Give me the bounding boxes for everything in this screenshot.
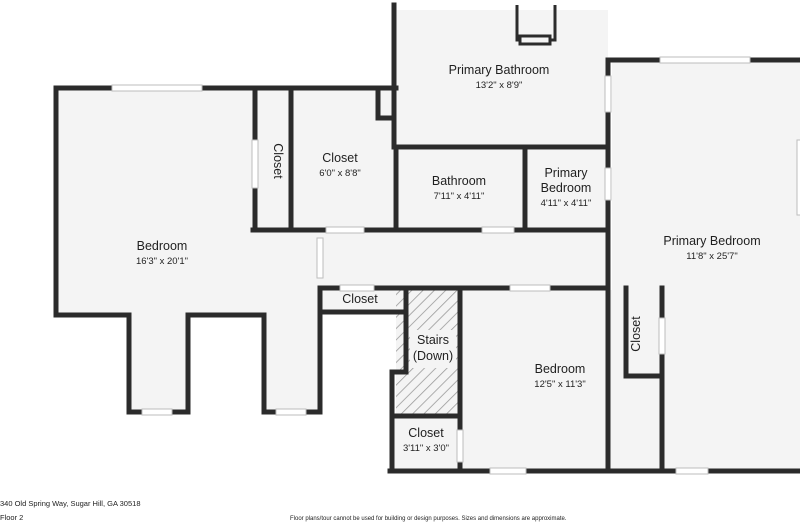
door-closet-small [456, 429, 464, 463]
disclaimer-text: Floor plans/tour cannot be used for buil… [290, 516, 567, 522]
hallway-floor [320, 232, 610, 288]
primary-bedroom-small-floor [528, 150, 608, 228]
bathroom-name: Bathroom [432, 174, 486, 188]
window-primary-top [659, 56, 751, 64]
window-bedroom-left-top [111, 84, 203, 92]
wall-pantry-box [375, 89, 397, 121]
primary-bedroom-small-dims: 4'11" x 4'11" [541, 198, 592, 209]
primary-bathroom-floor [396, 10, 608, 145]
stairs-name: Stairs [417, 333, 449, 347]
bathroom-dims: 7'11" x 4'11" [434, 191, 485, 202]
primary-bathroom-name: Primary Bathroom [449, 63, 550, 77]
closet-upper-name: Closet [322, 151, 358, 165]
bedroom-left-dims: 16'3" x 20'1" [136, 256, 188, 267]
primary-bedroom-small-name-1: Primary [544, 166, 588, 180]
bedroom-right-name: Bedroom [535, 362, 586, 376]
primary-bedroom-dims: 11'8" x 25'7" [686, 251, 737, 262]
fixture-sink [518, 34, 552, 46]
window-primary-right [796, 139, 800, 216]
door-primary-bath [604, 75, 612, 113]
door-closet-vertical [658, 317, 666, 355]
window-bedroom-left-foot2 [275, 408, 307, 416]
window-bedroom-left-foot1 [141, 408, 173, 416]
door-hall-1 [325, 226, 365, 234]
closet-small-name: Closet [408, 426, 444, 440]
closet-small-floor [392, 418, 458, 470]
wall-closet-vertical [623, 285, 665, 379]
primary-bathroom-dims: 13'2" x 8'9" [476, 80, 523, 91]
window-bottom2 [675, 467, 709, 475]
bathroom-floor [398, 150, 523, 228]
closet-upper-dims: 6'0" x 8'8" [319, 168, 361, 179]
closet-hall-floor [322, 290, 404, 312]
floor-label: Floor 2 [0, 513, 24, 522]
closet-hall-name: Closet [342, 292, 378, 306]
door-primary-small [604, 167, 612, 201]
stairs-note: (Down) [413, 349, 453, 363]
bedroom-right-dims: 12'5" x 11'3" [534, 379, 585, 390]
closet-small-dims: 3'11" x 3'0" [403, 443, 449, 454]
primary-bedroom-name: Primary Bedroom [663, 234, 760, 248]
closet-narrow-name: Closet [271, 143, 285, 179]
window-bottom1 [489, 467, 527, 475]
closet-vertical-name: Closet [629, 316, 643, 352]
bedroom-left-name: Bedroom [137, 239, 188, 253]
wall-stairs-left [389, 309, 409, 474]
closet-narrow-floor [257, 90, 289, 230]
door-closet-narrow [251, 139, 259, 189]
windows [111, 56, 800, 475]
stairs-label-bg [410, 330, 456, 368]
door-hall-2 [481, 226, 515, 234]
address-text: 340 Old Spring Way, Sugar Hill, GA 30518 [0, 499, 141, 508]
door-bedroom-right [509, 284, 551, 292]
door-closet-hall [339, 284, 375, 292]
bedroom-left-floor [58, 90, 320, 410]
door-hall-left [316, 237, 324, 279]
bathroom-fixtures [515, 5, 557, 46]
room-labels: Primary Bathroom 13'2" x 8'9" Closet Clo… [136, 63, 761, 454]
floor-fills [58, 10, 800, 470]
primary-bedroom-small-name-2: Bedroom [541, 181, 592, 195]
